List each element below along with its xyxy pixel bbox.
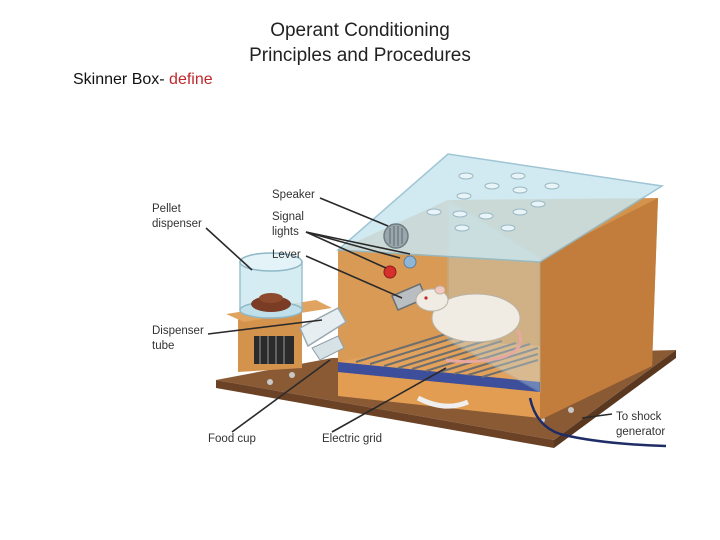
glass-top	[336, 153, 665, 263]
rat-body	[431, 293, 521, 343]
label-shock-line-2: generator	[616, 426, 665, 438]
callout-lines	[205, 197, 613, 433]
base-screw	[267, 379, 273, 385]
rat-tail	[445, 329, 523, 364]
dispenser-motor-ridges	[259, 336, 285, 364]
box-right-panel	[540, 198, 658, 420]
label-tube-line-2: tube	[152, 340, 174, 352]
signal-light-blue-icon	[403, 255, 417, 269]
label-tube-line-1: Dispenser	[152, 325, 204, 337]
title-line-2: Principles and Procedures	[249, 45, 471, 66]
subtitle-accent: define	[169, 71, 213, 88]
label-pellet-line-1: Pellet	[152, 203, 182, 215]
slide-subtitle: Skinner Box- define	[73, 71, 213, 89]
label-signal-line-1: Signal	[272, 211, 304, 223]
label-speaker: Speaker	[272, 189, 315, 201]
electric-grid-bars	[355, 333, 539, 378]
base-screw	[289, 372, 295, 378]
drawer-front	[338, 372, 540, 418]
speaker-grille	[389, 226, 403, 246]
drawer-handle	[416, 395, 469, 409]
subtitle-prefix: Skinner Box-	[73, 71, 170, 88]
slide-title: Operant Conditioning Principles and Proc…	[230, 18, 490, 68]
shock-cable	[528, 397, 667, 448]
food-cup	[311, 335, 345, 361]
rat-ear	[434, 285, 446, 295]
signal-light-red-icon	[383, 265, 397, 279]
speaker-icon	[383, 223, 409, 249]
label-pellet-line-2: dispenser	[152, 218, 202, 230]
rat-eye	[424, 296, 428, 300]
dispenser-motor	[254, 336, 294, 364]
base-board-side	[554, 350, 676, 448]
air-holes	[426, 172, 560, 232]
label-shock-line-1: To shock	[616, 411, 662, 423]
pellet-pile-top	[259, 293, 283, 303]
label-electric-grid: Electric grid	[322, 433, 382, 445]
label-signal-line-2: lights	[272, 226, 299, 238]
label-lever: Lever	[272, 249, 301, 261]
base-board-front	[216, 380, 554, 448]
base-screw	[568, 407, 574, 413]
dispenser-tube	[299, 306, 348, 348]
pellet-cylinder-top	[239, 252, 303, 272]
label-food-cup: Food cup	[208, 433, 256, 445]
grid-trim	[338, 362, 540, 392]
title-line-1: Operant Conditioning	[270, 20, 450, 41]
